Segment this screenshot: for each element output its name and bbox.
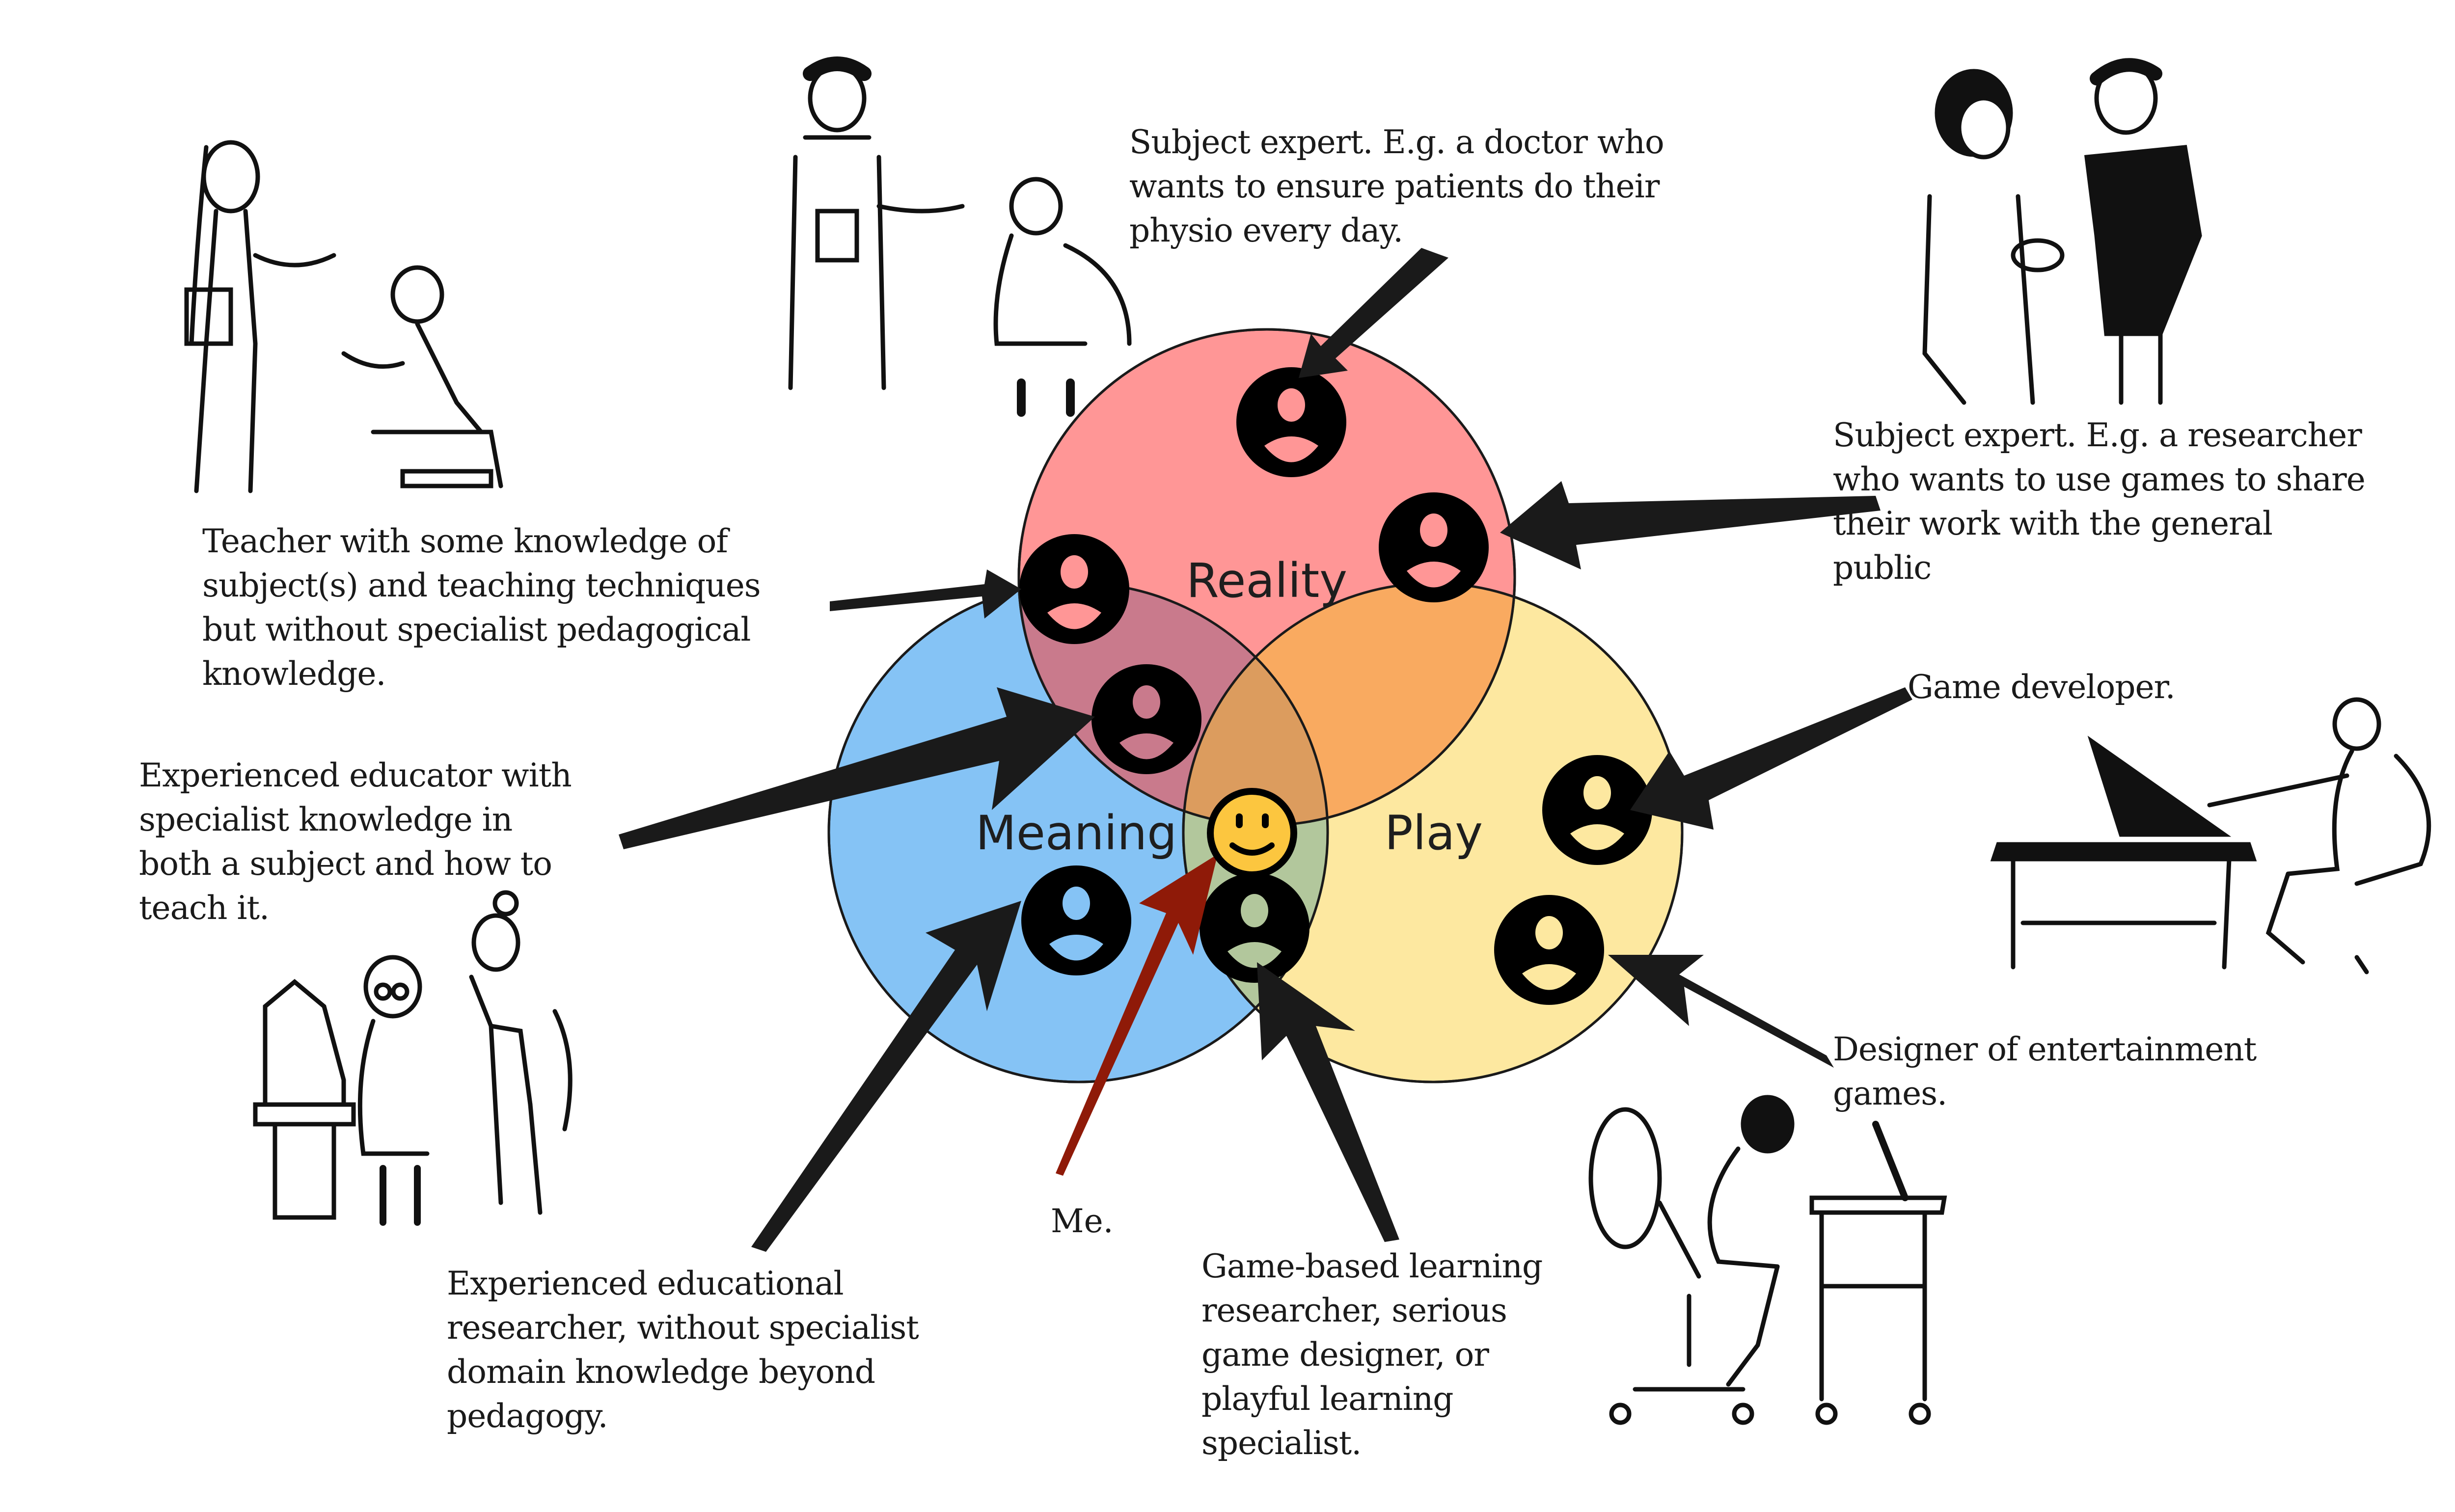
label-play: Play [1385,806,1483,861]
illustration-doctor-and-patient [788,56,1132,417]
label-meaning: Meaning [976,806,1177,861]
caption-entertainment-designer: Designer of entertainment games. [1833,1030,2257,1112]
me-label: Me. [1051,1202,1114,1240]
arrow-game-dev [1630,687,1912,830]
person-icon-entertainment [1494,895,1604,1005]
person-icon-gbl [1200,873,1309,983]
person-icon-game-dev [1542,755,1652,865]
caption-subject-expert-researcher: Subject expert. E.g. a researcher who wa… [1833,416,2366,587]
caption-educational-researcher: Experienced educational researcher, with… [447,1265,919,1435]
arrow-me [1056,854,1218,1176]
arrow-entertainment [1608,955,1834,1068]
arrows [619,248,1912,1252]
arrow-doctor [1299,248,1448,378]
illustration-researcher-and-player [1922,58,2202,405]
illustration-teacher-and-student [184,140,503,493]
arrow-educator [619,687,1095,849]
person-icon-ed-researcher [1021,865,1131,975]
overlap-reality-meaning [1019,583,1328,825]
caption-experienced-educator: Experienced educator with specialist kno… [139,756,572,927]
person-icon-educator [1091,664,1201,774]
label-reality: Reality [1186,553,1347,608]
person-icon-teacher [1019,534,1129,644]
caption-game-based-learning: Game-based learning researcher, serious … [1201,1247,1543,1462]
arrow-researcher [1500,481,1881,569]
arrow-ed-researcher [751,901,1021,1252]
illustration-game-developer [1990,697,2431,974]
arrow-gbl [1257,962,1399,1242]
person-icon-doctor [1236,367,1346,477]
overlap-reality-play [1183,583,1515,825]
caption-subject-expert-doctor: Subject expert. E.g. a doctor who wants … [1129,123,1664,249]
person-icon-researcher [1379,492,1489,602]
caption-game-developer: Game developer. [1908,668,2176,706]
caption-teacher: Teacher with some knowledge of subject(s… [202,522,761,693]
arrow-teacher [830,569,1021,619]
illustration-educators-group [253,890,573,1226]
smiley-face-icon [1207,788,1297,878]
illustration-thinking-designer [1588,1095,1947,1425]
